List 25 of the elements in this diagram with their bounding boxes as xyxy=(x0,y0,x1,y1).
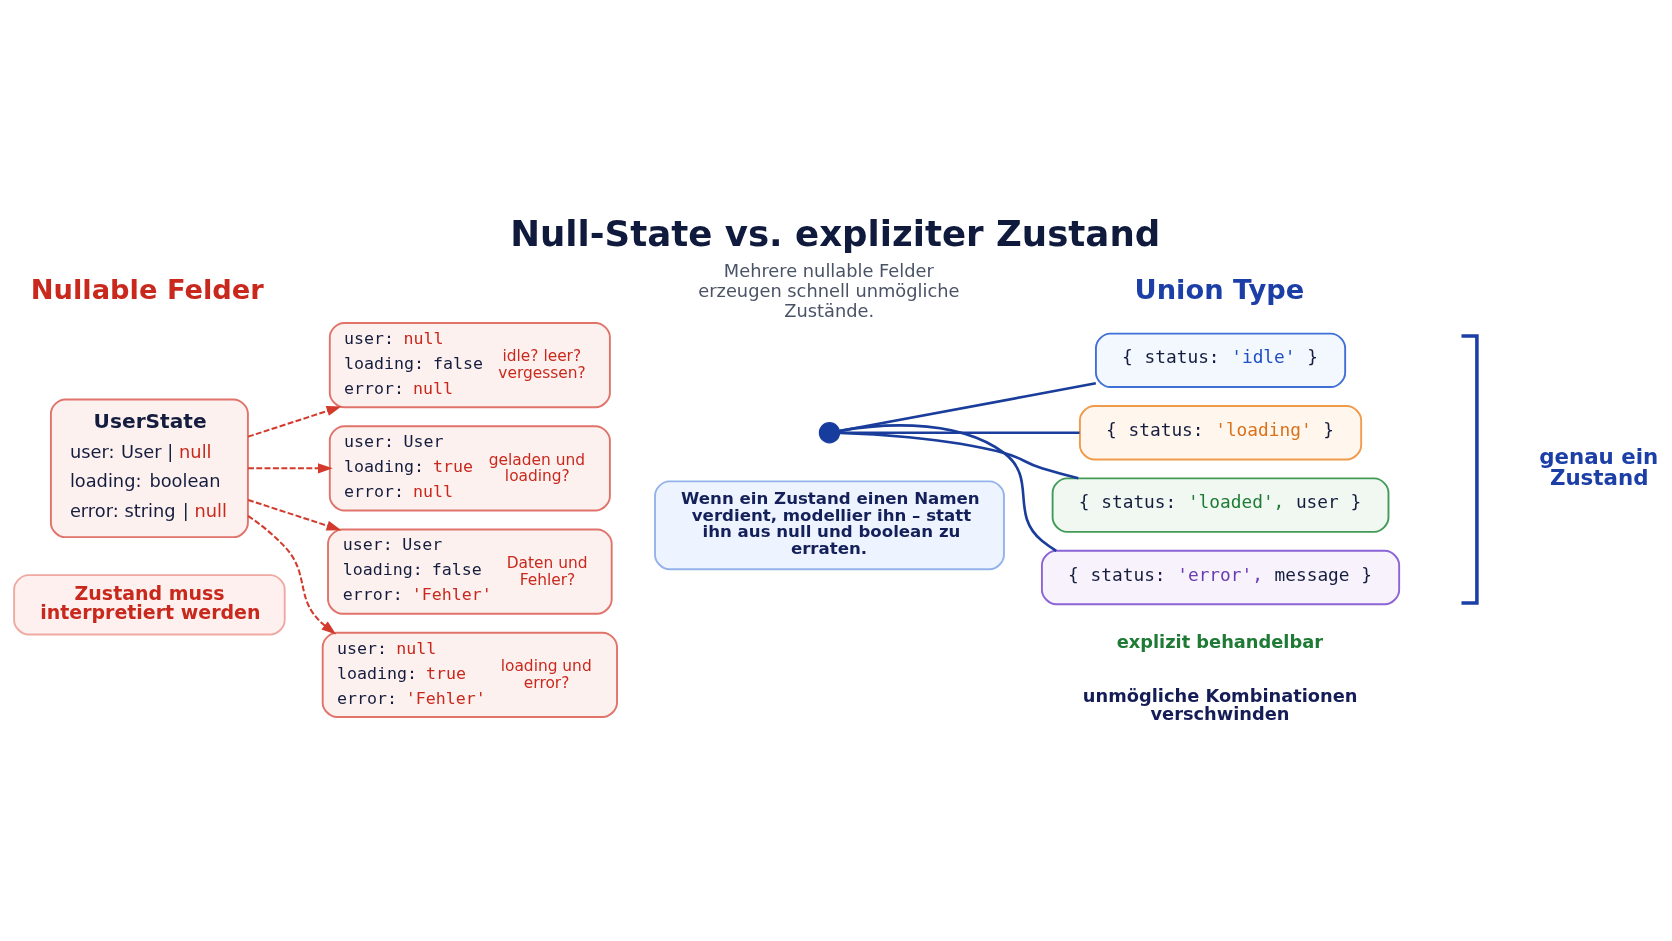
node-box: Wenn ein Zustand einen Namen verdient, modellier ihn – statt ihn aus null und boolean zu erraten. xyxy=(654,479,1005,570)
node-box: user: User Daten und Fehler? loading: false error: 'Fehler' xyxy=(327,528,613,615)
connector xyxy=(839,431,1079,480)
node-box: { status: 'idle' } xyxy=(1094,332,1347,388)
connector xyxy=(839,381,1097,432)
label: genau ein Zustand xyxy=(1539,443,1659,490)
node-box: Zustand muss interpretiert werden xyxy=(13,573,286,635)
arrow xyxy=(247,514,337,634)
arrow xyxy=(248,462,333,473)
node-box: UserState user: User | null loading: boolean error: string | null xyxy=(49,398,249,538)
arrow xyxy=(247,405,342,438)
label: Union Type xyxy=(1134,272,1305,304)
node-box: user: User geladen und loading? loading: true error: null xyxy=(328,424,611,511)
diagram-title: Null-State vs. expliziter Zustand xyxy=(510,212,1161,254)
node-box: { status: 'loaded', user } xyxy=(1051,476,1390,533)
node-box: user: null loading und error? loading: true error: 'Fehler' xyxy=(321,631,618,718)
label: explizit behandelbar xyxy=(1116,630,1323,652)
node-box: { status: 'error', message } xyxy=(1040,549,1401,605)
connector xyxy=(839,423,1057,552)
arrow xyxy=(247,498,342,531)
label: unmögliche Kombinationen verschwinden xyxy=(1082,684,1358,724)
node-circle xyxy=(818,421,841,443)
label: Mehrere nullable Felder erzeugen schnell unmögliche Zustände. xyxy=(698,259,960,321)
node-box: { status: 'loading' } xyxy=(1078,404,1363,460)
label: Nullable Felder xyxy=(30,272,264,304)
